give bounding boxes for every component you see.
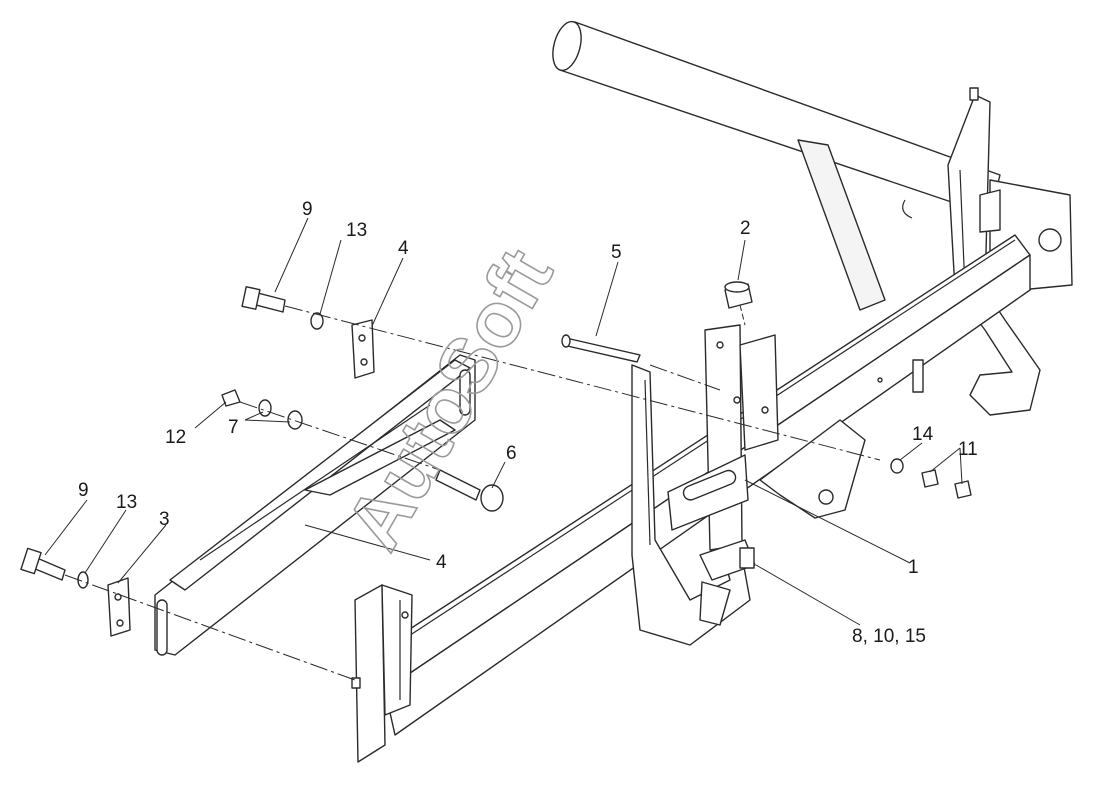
top-fastener-set [241,286,375,379]
callout-9-top: 9 [302,199,313,220]
middle-fasteners [221,389,303,430]
callout-5: 5 [611,242,622,263]
rear-strut [797,139,886,311]
assembly-axes [64,304,881,681]
callout-13-left: 13 [116,492,137,513]
left-end-bracket [351,584,413,763]
pin-and-bushing [561,281,753,363]
upper-tube [552,20,1001,219]
callout-4-mid: 4 [436,552,447,573]
bolt-6 [435,469,504,512]
callout-labels: 9 13 4 5 2 12 7 6 14 11 9 13 3 4 1 8, 10… [78,199,978,647]
callout-1: 1 [908,557,919,578]
callout-14: 14 [912,424,934,445]
callout-12: 12 [165,427,186,448]
callout-8-10-15: 8, 10, 15 [852,626,926,647]
callout-13-top: 13 [346,220,367,241]
callout-3: 3 [159,509,170,530]
center-brackets [631,324,866,646]
callout-9-left: 9 [78,480,89,501]
watermark: AutoSoft [329,234,570,563]
leader-lines [44,217,963,626]
callout-2: 2 [740,218,751,239]
callout-11: 11 [958,439,978,460]
arm-plate [154,354,476,656]
left-fastener-set [20,547,131,637]
right-fasteners [890,458,972,499]
callout-6: 6 [506,443,517,464]
callout-7: 7 [228,417,239,438]
callout-4-top: 4 [398,238,409,259]
